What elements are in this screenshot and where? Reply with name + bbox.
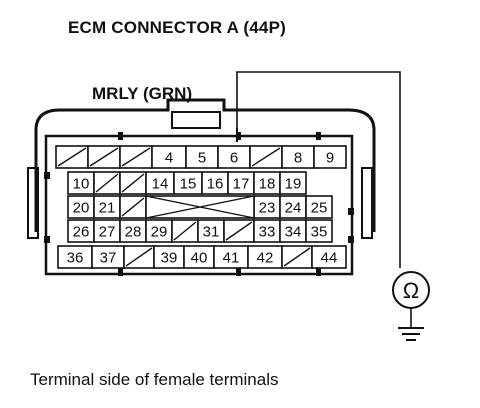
terminal-label: 29 xyxy=(151,224,168,241)
terminal-label: 44 xyxy=(321,250,338,267)
terminal-label: 23 xyxy=(259,200,276,217)
blocked-cross xyxy=(145,195,255,219)
empty-terminal-slash xyxy=(125,247,153,267)
empty-terminal-slash xyxy=(225,221,253,241)
locating-tab xyxy=(118,268,123,276)
empty-terminal-slash xyxy=(89,147,119,167)
side-key xyxy=(44,236,50,243)
empty-terminal-slash xyxy=(121,147,151,167)
terminal-label: 14 xyxy=(152,176,169,193)
terminal-label: 20 xyxy=(73,200,90,217)
probe-wire xyxy=(236,71,401,268)
side-key xyxy=(348,208,354,215)
side-lug-left xyxy=(27,167,39,239)
terminal-label: 39 xyxy=(161,250,178,267)
locating-tab xyxy=(118,132,123,140)
terminal-label: 5 xyxy=(198,150,206,167)
connector-inner-frame xyxy=(44,134,354,276)
terminal-label: 35 xyxy=(311,224,328,241)
locating-tab xyxy=(236,268,241,276)
side-key xyxy=(44,172,50,179)
terminal-label: 37 xyxy=(100,250,117,267)
terminal-label: 8 xyxy=(294,150,302,167)
terminal-label: 19 xyxy=(285,176,302,193)
empty-terminal-slash xyxy=(57,147,87,167)
locating-tab xyxy=(316,268,321,276)
empty-terminal-slash xyxy=(283,247,311,267)
terminal-label: 17 xyxy=(233,176,250,193)
terminal-label: 24 xyxy=(285,200,302,217)
locating-tab xyxy=(316,132,321,140)
terminal-label: 26 xyxy=(73,224,90,241)
empty-terminal-slash xyxy=(121,173,145,193)
connector-latch xyxy=(171,111,221,129)
connector-title: ECM CONNECTOR A (44P) xyxy=(68,18,286,37)
caption: Terminal side of female terminals xyxy=(30,370,279,389)
terminal-label: 42 xyxy=(257,250,274,267)
row3-cell xyxy=(305,195,333,219)
empty-terminal-slash xyxy=(173,221,197,241)
terminal-label: 41 xyxy=(223,250,240,267)
empty-terminal-slash xyxy=(251,147,281,167)
row2-cell xyxy=(279,171,307,195)
terminal-label: 34 xyxy=(285,224,302,241)
terminal-label: 16 xyxy=(207,176,224,193)
row5-cell xyxy=(311,245,347,269)
terminal-label: 28 xyxy=(125,224,142,241)
locating-tab xyxy=(236,132,241,140)
terminal-label: 6 xyxy=(230,150,238,167)
wire-label: MRLY (GRN) xyxy=(92,84,193,103)
empty-terminal-slash xyxy=(121,197,145,217)
terminal-label: 10 xyxy=(73,176,90,193)
terminal-label: 27 xyxy=(99,224,116,241)
connector-housing xyxy=(34,98,376,232)
terminal-label: 31 xyxy=(203,224,220,241)
terminal-label: 15 xyxy=(180,176,197,193)
terminal-label: 18 xyxy=(259,176,276,193)
side-lug-right xyxy=(361,167,373,239)
terminal-label: 4 xyxy=(165,150,173,167)
ground-icon xyxy=(398,327,424,341)
terminal-label: 40 xyxy=(191,250,208,267)
side-key xyxy=(348,236,354,243)
terminal-label: 9 xyxy=(326,150,334,167)
empty-terminal-slash xyxy=(95,173,119,193)
ohm-symbol: Ω xyxy=(403,278,419,303)
terminal-label: 36 xyxy=(67,250,84,267)
terminal-grid: 4 5 6 8 9 10 14 15 16 17 18 19 20 21 23 24 25 26 27 28 29 31 3… xyxy=(44,132,354,276)
terminal-label: 33 xyxy=(259,224,276,241)
row1-cell xyxy=(313,145,347,169)
terminal-label: 25 xyxy=(311,200,328,217)
row4-cell xyxy=(305,219,333,243)
terminal-label: 21 xyxy=(99,200,116,217)
